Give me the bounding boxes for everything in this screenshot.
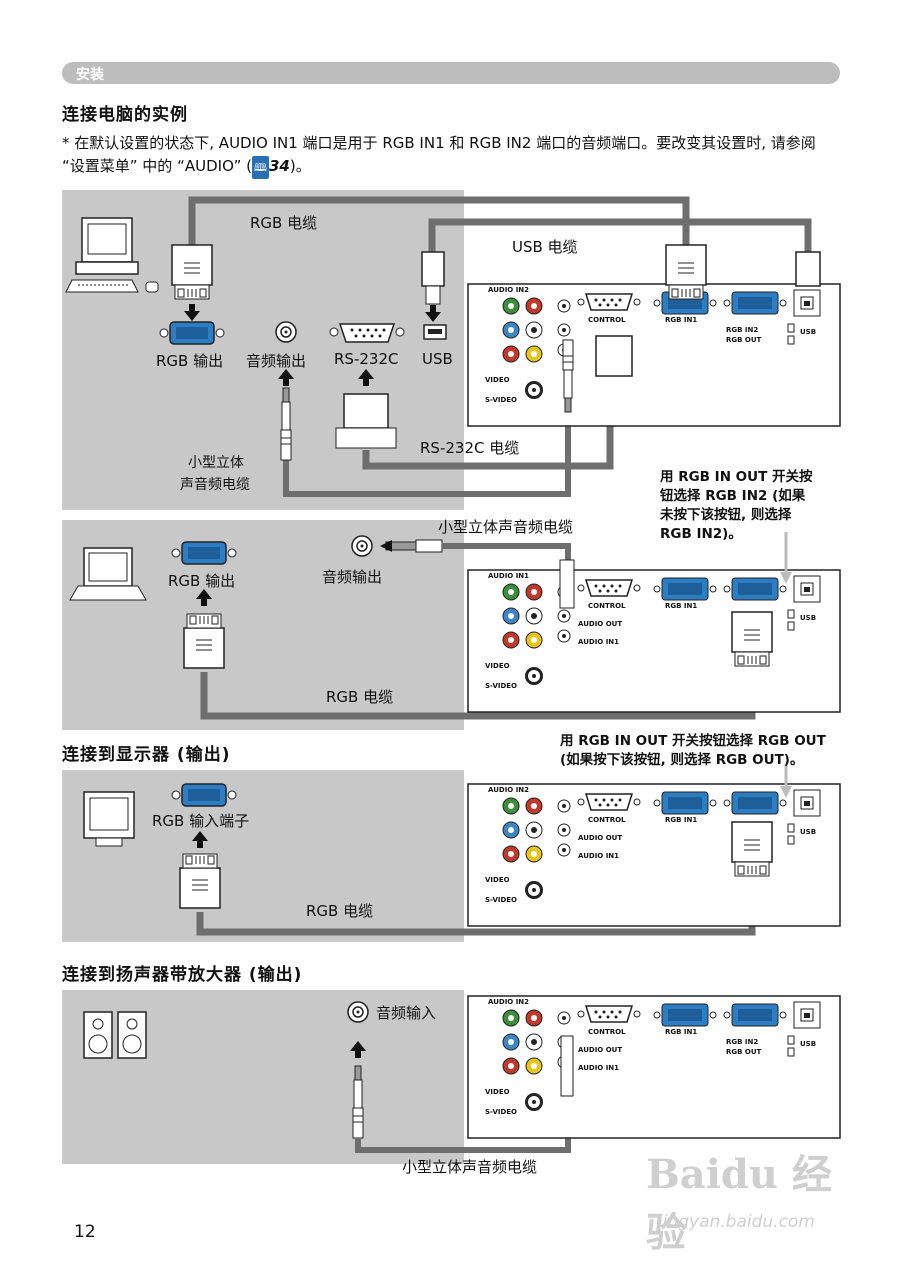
- note-text-end: )。: [289, 157, 311, 175]
- rgb-cable-label-3: RGB 电缆: [306, 902, 374, 920]
- audio-out-label-2: 音频输出: [322, 568, 383, 586]
- proj1-control-label: CONTROL: [588, 316, 626, 324]
- diagram2-drawing: [69, 532, 841, 720]
- section-header-bar: 安装: [62, 62, 840, 84]
- section-tab-label: 安装: [76, 67, 104, 83]
- baidu-watermark-logo: Baidu 经验 jingyan.baidu.com: [646, 1142, 846, 1256]
- proj1-audio-in2-label: AUDIO IN2: [488, 286, 530, 294]
- proj2-audio-in1-label: AUDIO IN1: [578, 638, 620, 646]
- proj3-usb-label: USB: [800, 828, 817, 836]
- proj1-svideo-label: S-VIDEO: [485, 396, 518, 404]
- usb-cable-label: USB 电缆: [512, 238, 578, 256]
- rgb-cable-label-2: RGB 电缆: [326, 688, 394, 706]
- page-number: 12: [74, 1222, 96, 1242]
- diagram3-drawing: [83, 764, 841, 936]
- callout-rgb-in2-line3: 未按下该按钮, 则选择: [660, 507, 792, 523]
- stereo-cable-label-line1: 小型立体: [188, 455, 244, 471]
- proj1-usb-label: USB: [800, 328, 817, 336]
- note-page-ref[interactable]: 34: [268, 157, 290, 175]
- rs232c-label: RS-232C: [334, 350, 399, 368]
- audio-in-label: 音频输入: [376, 1004, 437, 1022]
- proj4-control-label: CONTROL: [588, 1028, 626, 1036]
- stereo-cable-label-4: 小型立体声音频电缆: [402, 1158, 538, 1176]
- proj4-rgb-in2-label: RGB IN2: [726, 1038, 759, 1046]
- proj3-audio-out-label: AUDIO OUT: [578, 834, 623, 842]
- proj4-rgb-in1-label: RGB IN1: [665, 1028, 698, 1036]
- speaker-icon: [83, 1011, 147, 1059]
- proj1-rgb-in1-label: RGB IN1: [665, 316, 698, 324]
- proj1-video-label: VIDEO: [485, 376, 510, 384]
- stereo-cable-label-2: 小型立体声音频电缆: [438, 518, 574, 536]
- audio-out-label: 音频输出: [246, 352, 307, 370]
- diagram1-drawing: [65, 196, 841, 497]
- proj4-audio-in1-label: AUDIO IN1: [578, 1064, 620, 1072]
- rgb-in-terminal-label: RGB 输入端子: [152, 812, 250, 830]
- watermark-brand: Baidu 经验: [646, 1151, 832, 1256]
- proj3-audio-in2-label: AUDIO IN2: [488, 786, 530, 794]
- rs232c-port: [329, 323, 405, 343]
- rgb-out-label: RGB 输出: [156, 352, 224, 370]
- proj2-usb-label: USB: [800, 614, 817, 622]
- proj4-svideo-label: S-VIDEO: [485, 1108, 518, 1116]
- heading-speaker-output: 连接到扬声器带放大器 (输出): [62, 965, 303, 985]
- book-icon: 🕮: [252, 156, 269, 179]
- monitor-icon: [83, 791, 135, 847]
- proj2-control-label: CONTROL: [588, 602, 626, 610]
- proj2-rgb-in1-label: RGB IN1: [665, 602, 698, 610]
- note-text: * 在默认设置的状态下, AUDIO IN1 端口是用于 RGB IN1 和 R…: [62, 134, 816, 175]
- stereo-cable-label-line2: 声音频电缆: [180, 477, 250, 493]
- proj3-control-label: CONTROL: [588, 816, 626, 824]
- rs232c-cable-label: RS-232C 电缆: [420, 439, 520, 457]
- callout-rgb-in2: 用 RGB IN OUT 开关按 钮选择 RGB IN2 (如果 未按下该按钮,…: [660, 468, 813, 544]
- callout-rgb-out-line2: (如果按下该按钮, 则选择 RGB OUT)。: [560, 752, 804, 768]
- default-setting-note: * 在默认设置的状态下, AUDIO IN1 端口是用于 RGB IN1 和 R…: [62, 132, 842, 179]
- proj3-video-label: VIDEO: [485, 876, 510, 884]
- proj2-video-label: VIDEO: [485, 662, 510, 670]
- heading-computer-connection: 连接电脑的实例: [62, 105, 188, 125]
- proj4-usb-label: USB: [800, 1040, 817, 1048]
- desktop-computer-icon: [65, 217, 159, 293]
- diagram4-drawing: [83, 995, 841, 1153]
- proj3-rgb-in1-label: RGB IN1: [665, 816, 698, 824]
- proj3-audio-in1-label: AUDIO IN1: [578, 852, 620, 860]
- watermark-url: jingyan.baidu.com: [658, 1212, 815, 1232]
- proj4-audio-out-label: AUDIO OUT: [578, 1046, 623, 1054]
- rgb-out-label-2: RGB 输出: [168, 572, 236, 590]
- proj3-svideo-label: S-VIDEO: [485, 896, 518, 904]
- callout-rgb-in2-line2: 钮选择 RGB IN2 (如果: [660, 488, 806, 504]
- callout-rgb-in2-line4: RGB IN2)。: [660, 526, 742, 542]
- usb-label: USB: [422, 350, 453, 368]
- proj2-audio-in1-top-label: AUDIO IN1: [488, 572, 530, 580]
- heading-monitor-output: 连接到显示器 (输出): [62, 745, 231, 765]
- proj2-audio-out-label: AUDIO OUT: [578, 620, 623, 628]
- proj4-video-label: VIDEO: [485, 1088, 510, 1096]
- callout-rgb-in2-line1: 用 RGB IN OUT 开关按: [660, 469, 813, 485]
- callout-rgb-out-line1: 用 RGB IN OUT 开关按钮选择 RGB OUT: [560, 733, 826, 749]
- proj4-rgb-out-label: RGB OUT: [726, 1048, 762, 1056]
- laptop-icon: [69, 547, 147, 601]
- rgb-cable-label: RGB 电缆: [250, 214, 318, 232]
- callout-rgb-out: 用 RGB IN OUT 开关按钮选择 RGB OUT (如果按下该按钮, 则选…: [560, 732, 826, 770]
- proj4-audio-in2-label: AUDIO IN2: [488, 998, 530, 1006]
- proj1-rgb-in2-label: RGB IN2: [726, 326, 759, 334]
- proj1-rgb-out-label: RGB OUT: [726, 336, 762, 344]
- proj2-svideo-label: S-VIDEO: [485, 682, 518, 690]
